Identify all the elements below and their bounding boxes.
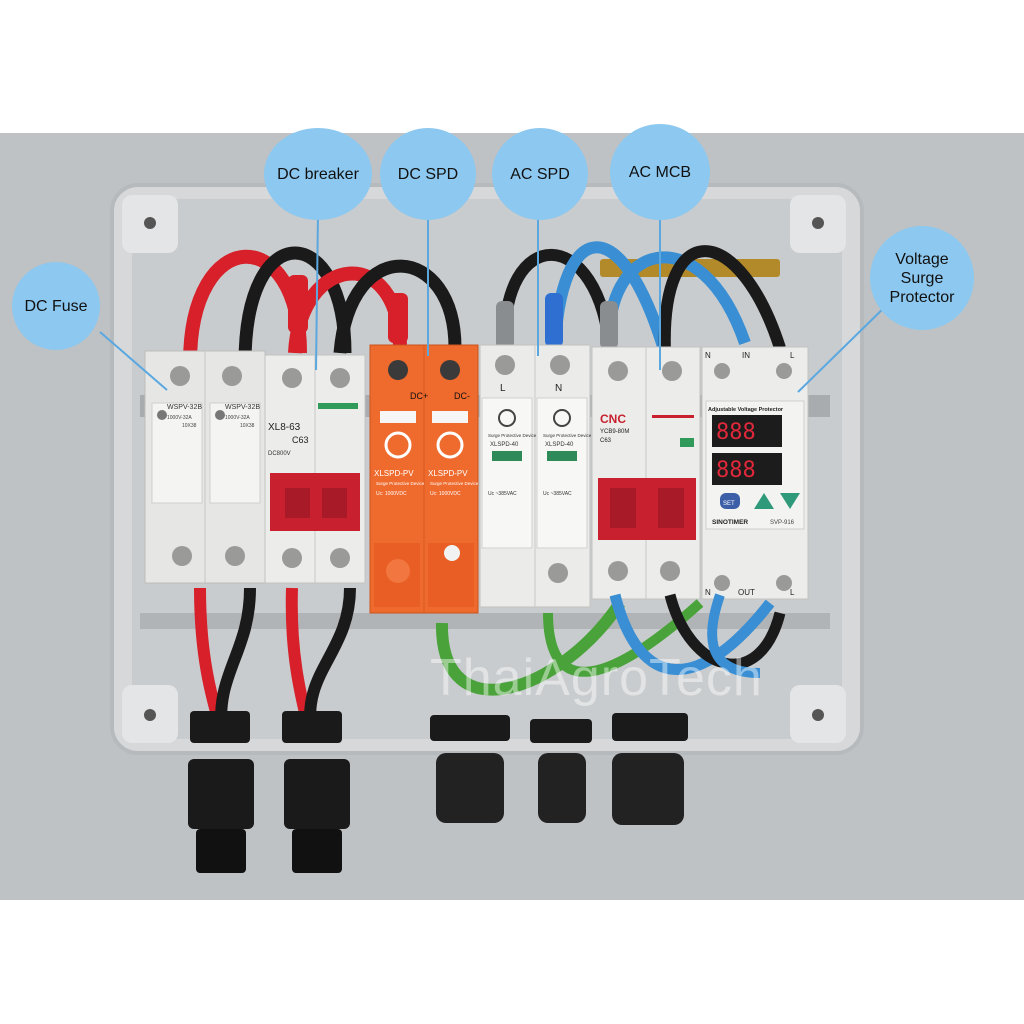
fuse-rating-label: 1000V-32A (167, 415, 192, 421)
vsp-out-l-label: L (790, 588, 795, 597)
callout-voltage-surge-protector: Voltage Surge Protector (870, 226, 974, 330)
combiner-box-photo: WSPV-32B WSPV-32B 1000V-32A 1000V-32A 10… (0, 133, 1024, 900)
dc-spd-desc-label: Surge Protective Device (430, 481, 479, 486)
ac-spd-desc-label: Surge Protective Device (543, 433, 592, 438)
callout-vsp-line3: Protector (889, 288, 955, 306)
callout-dc-spd: DC SPD (380, 128, 476, 220)
callout-ac-mcb-label: AC MCB (628, 163, 692, 181)
dc-spd-model-label: XLSPD-PV (374, 469, 414, 478)
ac-spd-model-label: XLSPD-40 (545, 442, 574, 448)
callout-dc-fuse-label: DC Fuse (24, 297, 88, 315)
dc-spd-model-label: XLSPD-PV (428, 469, 468, 478)
vsp-display-top: 888 (716, 420, 756, 445)
voltage-protector-module: Adjustable Voltage Protector 888 888 SET… (701, 346, 809, 600)
mcb-model-label: YCB9-80M (600, 429, 629, 435)
vsp-out-label: OUT (738, 588, 755, 597)
mcb-curve-label: C63 (600, 438, 612, 444)
callout-vsp-line1: Voltage (895, 250, 949, 268)
callout-ac-spd-label: AC SPD (510, 165, 570, 183)
vsp-set-button-label: SET (723, 501, 735, 507)
ac-spd-terminal-l: L (500, 383, 506, 394)
combiner-box-illustration: WSPV-32B WSPV-32B 1000V-32A 1000V-32A 10… (0, 133, 1024, 900)
ac-spd-module: L N Surge Protective Device Surge Protec… (479, 344, 592, 608)
screw-icon (812, 709, 824, 721)
vsp-brand-label: SINOTIMER (712, 519, 748, 526)
ac-spd-terminal-n: N (555, 383, 562, 394)
callout-dc-spd-label: DC SPD (397, 165, 459, 183)
spd-pos-terminal: DC+ (410, 391, 428, 401)
ac-spd-model-label: XLSPD-40 (490, 442, 519, 448)
watermark: ThaiAgroTech (430, 649, 763, 707)
mcb-brand-label: CNC (600, 412, 626, 426)
dc-breaker-module: XL8-63 C63 DC800V (264, 354, 366, 584)
callout-vsp-line2: Surge (900, 269, 944, 287)
vsp-in-label: IN (742, 351, 750, 360)
vsp-display-bottom: 888 (716, 458, 756, 483)
dc-spd-rating-label: Uc: 1000VDC (376, 491, 407, 497)
dc-fuse-module: WSPV-32B WSPV-32B 1000V-32A 1000V-32A 10… (144, 350, 266, 584)
screw-icon (812, 217, 824, 229)
callout-ac-mcb: AC MCB (610, 124, 710, 220)
callout-ac-spd: AC SPD (492, 128, 588, 220)
dc-breaker-curve-label: C63 (292, 435, 309, 445)
callout-dc-breaker-label: DC breaker (277, 165, 359, 183)
spd-neg-terminal: DC- (454, 391, 470, 401)
callout-dc-breaker: DC breaker (264, 128, 372, 220)
dc-spd-desc-label: Surge Protective Device (376, 481, 425, 486)
vsp-in-l-label: L (790, 351, 795, 360)
screw-icon (144, 217, 156, 229)
cable-gland (190, 711, 688, 825)
dc-breaker-voltage-label: DC800V (268, 451, 291, 457)
screw-icon (144, 709, 156, 721)
dc-spd-rating-label: Uc: 1000VDC (430, 491, 461, 497)
fuse-model-label: WSPV-32B (167, 404, 202, 411)
din-rail-bottom (140, 613, 830, 629)
fuse-rating-label: 1000V-32A (225, 415, 250, 421)
ac-spd-rating-label: Uc ~385VAC (488, 491, 517, 497)
ac-spd-rating-label: Uc ~385VAC (543, 491, 572, 497)
callout-dc-fuse: DC Fuse (12, 262, 100, 350)
dc-breaker-model-label: XL8-63 (268, 422, 301, 433)
vsp-in-n-label: N (705, 351, 711, 360)
vsp-out-n-label: N (705, 588, 711, 597)
ac-mcb-module: CNC YCB9-80M C63 (591, 346, 701, 600)
fuse-model-label: WSPV-32B (225, 404, 260, 411)
mc4-connector (188, 759, 350, 873)
vsp-title-label: Adjustable Voltage Protector (708, 407, 784, 413)
fuse-size-label: 10X38 (182, 423, 197, 429)
ac-spd-desc-label: Surge Protective Device (488, 433, 537, 438)
dc-spd-module: DC+ DC- XLSPD-PV XLSPD-PV Surge Protecti… (369, 344, 479, 614)
fuse-size-label: 10X38 (240, 423, 255, 429)
vsp-model-label: SVP-916 (770, 520, 795, 526)
